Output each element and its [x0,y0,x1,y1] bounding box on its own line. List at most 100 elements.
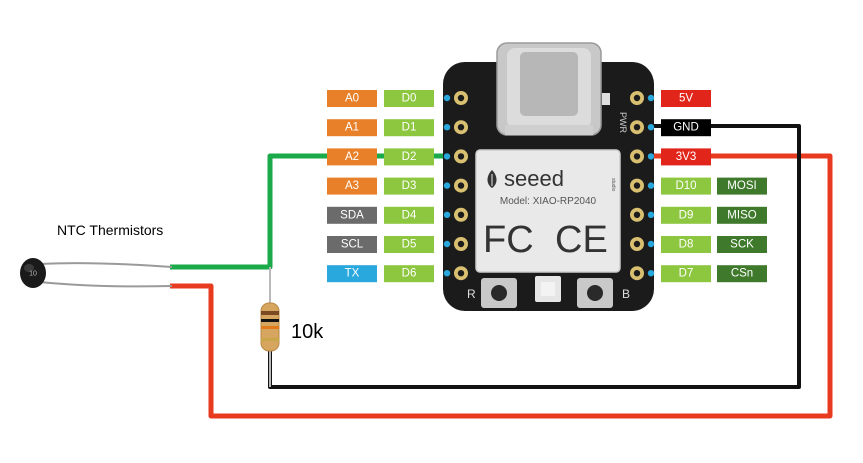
pin-hole [457,270,465,277]
pin-gpio-label: 3V3 [676,151,696,163]
pin-func-label: TX [345,268,360,280]
thermistor-highlight [24,264,34,272]
pin-gpio-box [384,177,434,195]
pin-hole [633,182,641,189]
pin-hole [457,240,465,248]
pin-func-box [717,236,767,253]
pwr-led [602,93,610,105]
usb-pads [505,125,593,135]
rgb-led-lens [541,282,555,296]
pin-gpio-label: D10 [675,180,696,192]
resistor-band-1 [261,311,279,315]
pin-func-label: MOSI [727,180,756,192]
thermistor-lead-bottom [39,281,173,288]
pin-hole [457,94,465,102]
left-pin-pads [443,91,468,281]
resistor-label: 10k [291,321,324,343]
pin-hole [457,211,465,218]
pin-gpio-label: D6 [402,268,417,280]
resistor-band-2 [261,319,279,322]
pin-func-box [327,265,377,283]
pin-gpio-label: 5V [679,93,693,105]
pin-indicator-dot [443,153,451,160]
pin-indicator-dot [443,211,451,218]
pin-gpio-box [661,236,711,253]
pin-gpio-box [661,265,711,283]
pin-hole [457,182,465,189]
model-text: Model: XIAO-RP2040 [500,196,597,207]
pin-indicator-dot [443,124,451,131]
pin-indicator-dot [647,182,655,189]
boot-button-cap [587,285,603,301]
pin-gpio-box [384,148,434,166]
pin-indicator-dot [443,94,451,102]
pin-indicator-dot [647,240,655,248]
brand-text: seeed [504,166,564,191]
pin-gpio-box [384,90,434,107]
ntc-thermistor: NTC Thermistors 10 [20,222,173,288]
resistor-band-4 [261,338,279,341]
pin-gpio-label: D0 [402,93,417,105]
pin-hole [457,153,465,160]
pin-indicator-dot [443,182,451,189]
pin-indicator-dot [443,270,451,277]
pin-func-label: MISO [727,209,756,221]
thermistor-bead-text: 10 [29,271,37,278]
pin-func-label: A1 [345,122,359,134]
shield-can [475,149,621,273]
pin-func-label: A2 [345,151,359,163]
pin-func-label: SCK [730,239,754,251]
pin-func-box [327,236,377,253]
pin-func-label: A3 [345,180,359,192]
brand-small-text: studio [610,178,616,192]
pin-gpio-label: D8 [679,239,694,251]
pin-hole [457,124,465,131]
resistor: 10k [260,302,324,352]
pin-indicator-dot [647,211,655,218]
pin-func-box [327,206,377,224]
thermistor-lead-top [39,262,173,268]
pin-gpio-label: D5 [402,239,417,251]
boot-button-label: B [622,287,630,301]
pin-func-label: SDA [340,209,364,221]
pin-func-label: CSn [731,268,753,280]
pin-func-box [327,90,377,107]
pin-hole [633,153,641,160]
pin-func-box [327,148,377,166]
pin-gpio-label: D3 [402,180,417,192]
pin-hole [633,124,641,131]
pin-func-box [327,119,377,137]
reset-button[interactable] [481,278,517,308]
pin-gpio-label: D7 [679,268,694,280]
pin-indicator-dot [647,124,655,131]
pin-indicator-dot [647,153,655,160]
pwr-text: PWR [618,112,628,133]
pin-hole [633,270,641,277]
pin-gpio-label: D1 [402,122,417,134]
usb-c-port [520,52,578,116]
pin-func-box [717,265,767,283]
boot-button[interactable] [577,278,613,308]
reset-button-cap [491,285,507,301]
pin-hole [633,211,641,218]
pin-hole [633,94,641,102]
pin-gpio-box [384,119,434,137]
pin-gpio-label: GND [673,122,699,134]
pin-gpio-box [661,148,711,166]
pin-gpio-box [384,236,434,253]
pin-func-box [717,177,767,195]
pin-hole [633,240,641,248]
xiao-board: seeed studio Model: XIAO-RP2040 FC CE PW… [443,42,655,311]
pin-gpio-label: D4 [402,209,417,221]
pin-gpio-box [384,206,434,224]
ce-mark: CE [555,219,608,261]
seeed-logo: seeed studio [487,166,616,192]
fcc-mark: FC [483,219,534,261]
pin-gpio-box [661,119,711,137]
reset-button-label: R [467,287,476,301]
pin-gpio-box [661,206,711,224]
pin-func-box [327,177,377,195]
